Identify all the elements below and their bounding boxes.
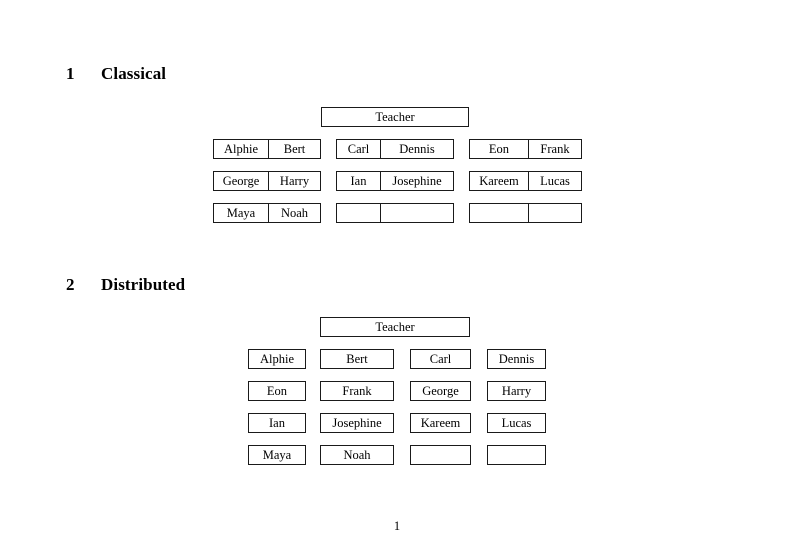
cell-frank: Frank	[528, 140, 581, 158]
cell-ian: Ian	[350, 174, 367, 188]
classical-right-group-row-2: Kareem Lucas	[469, 171, 582, 191]
cell-empty-middle-right	[380, 204, 453, 222]
distributed-cell-ian: Ian	[248, 413, 306, 433]
classical-right-group-row-3	[469, 203, 582, 223]
classical-middle-group-row-3	[336, 203, 454, 223]
distributed-cell-eon: Eon	[248, 381, 306, 401]
cell-noah: Noah	[268, 204, 320, 222]
distributed-cell-dennis: Dennis	[487, 349, 546, 369]
classical-left-group-row-2: George Harry	[213, 171, 321, 191]
classical-left-group-row-1: Alphie Bert	[213, 139, 321, 159]
distributed-cell-lucas: Lucas	[487, 413, 546, 433]
section-title: Classical	[101, 64, 167, 83]
distributed-cell-george: George	[410, 381, 471, 401]
section-heading-classical: 1 Classical	[66, 64, 166, 84]
distributed-teacher-box: Teacher	[320, 317, 470, 337]
classical-right-group-row-1: Eon Frank	[469, 139, 582, 159]
page-number: 1	[393, 519, 401, 533]
cell-alphie: Alphie	[223, 142, 259, 156]
distributed-cell-frank: Frank	[320, 381, 394, 401]
cell-maya: Maya	[226, 206, 256, 220]
cell-empty-right-left	[470, 204, 528, 222]
classical-left-group-row-3: Maya Noah	[213, 203, 321, 223]
cell-empty-middle-left	[337, 204, 380, 222]
distributed-cell-alphie: Alphie	[248, 349, 306, 369]
distributed-cell-empty-1	[410, 445, 471, 465]
cell-bert: Bert	[268, 140, 320, 158]
distributed-cell-bert: Bert	[320, 349, 394, 369]
section-number: 2	[66, 275, 75, 294]
distributed-cell-maya: Maya	[248, 445, 306, 465]
cell-harry: Harry	[268, 172, 320, 190]
section-number: 1	[66, 64, 75, 83]
cell-empty-right-right	[528, 204, 581, 222]
cell-eon: Eon	[488, 142, 510, 156]
classical-teacher-box: Teacher	[321, 107, 469, 127]
cell-lucas: Lucas	[528, 172, 581, 190]
distributed-cell-carl: Carl	[410, 349, 471, 369]
distributed-cell-kareem: Kareem	[410, 413, 471, 433]
classical-middle-group-row-2: Ian Josephine	[336, 171, 454, 191]
distributed-cell-empty-2	[487, 445, 546, 465]
section-title: Distributed	[101, 275, 186, 294]
distributed-cell-josephine: Josephine	[320, 413, 394, 433]
cell-carl: Carl	[347, 142, 370, 156]
cell-kareem: Kareem	[479, 174, 519, 188]
cell-dennis: Dennis	[380, 140, 453, 158]
cell-george: George	[222, 174, 260, 188]
classical-middle-group-row-1: Carl Dennis	[336, 139, 454, 159]
distributed-cell-noah: Noah	[320, 445, 394, 465]
cell-josephine: Josephine	[380, 172, 453, 190]
distributed-cell-harry: Harry	[487, 381, 546, 401]
section-heading-distributed: 2 Distributed	[66, 275, 185, 295]
